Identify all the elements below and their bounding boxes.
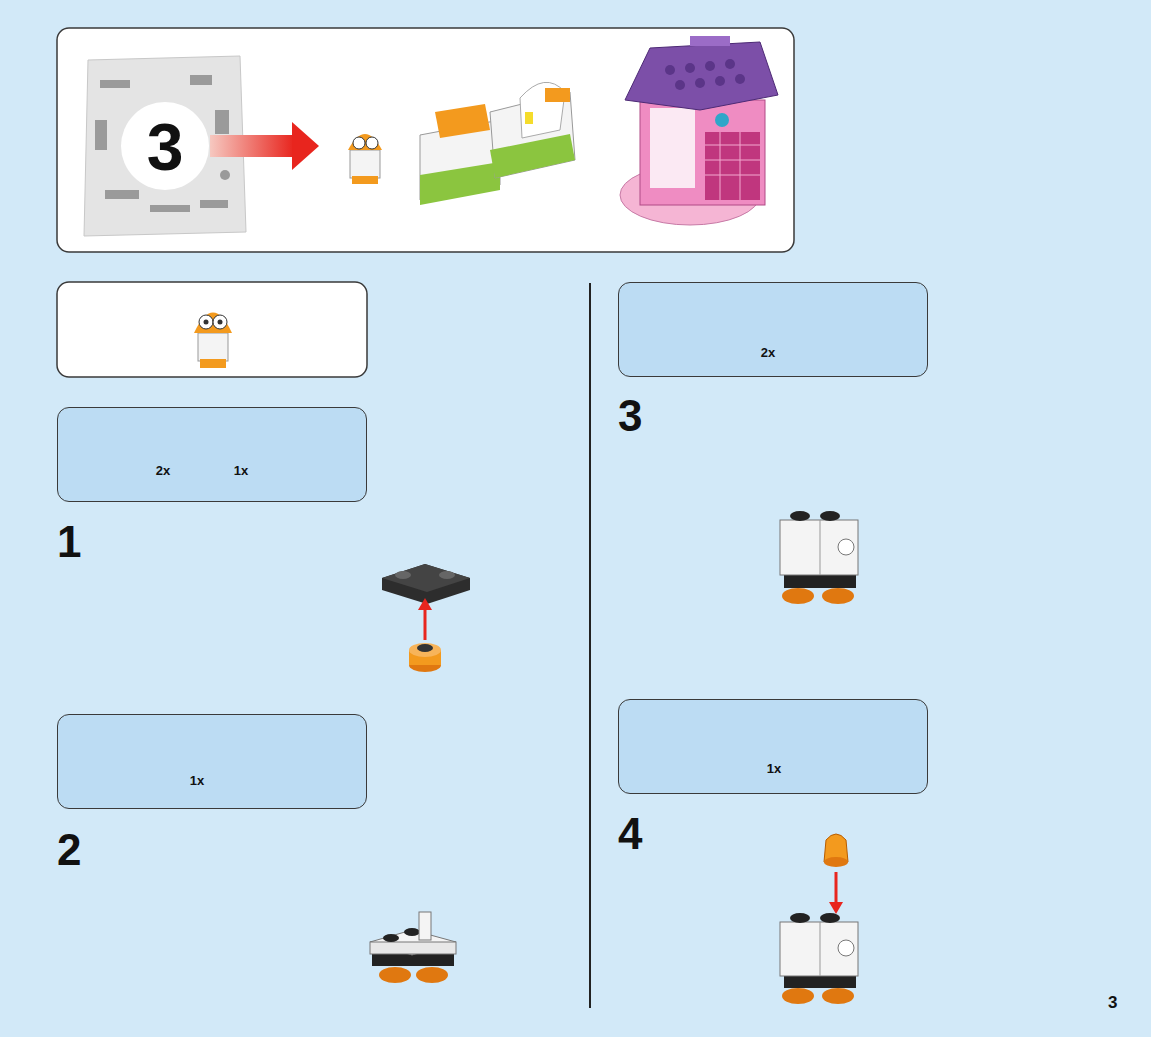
step-number: 2 — [57, 828, 81, 872]
bag-number: 3 — [147, 109, 184, 185]
parts-list-box: 1x — [618, 699, 928, 794]
part-count: 1x — [767, 761, 781, 776]
step-number: 3 — [618, 394, 642, 438]
part-count: 1x — [190, 773, 204, 788]
step-number: 4 — [618, 812, 642, 856]
parts-list-box: 2x — [618, 282, 928, 377]
parts-list-box: 2x 1x — [57, 407, 367, 502]
page-number: 3 — [1108, 994, 1117, 1011]
bag-number-panel: 3 — [57, 28, 794, 252]
part-count: 2x — [761, 345, 775, 360]
part-count: 1x — [234, 463, 248, 478]
part-count: 2x — [156, 463, 170, 478]
step-number: 1 — [57, 520, 81, 564]
parts-list-box: 1x — [57, 714, 367, 809]
